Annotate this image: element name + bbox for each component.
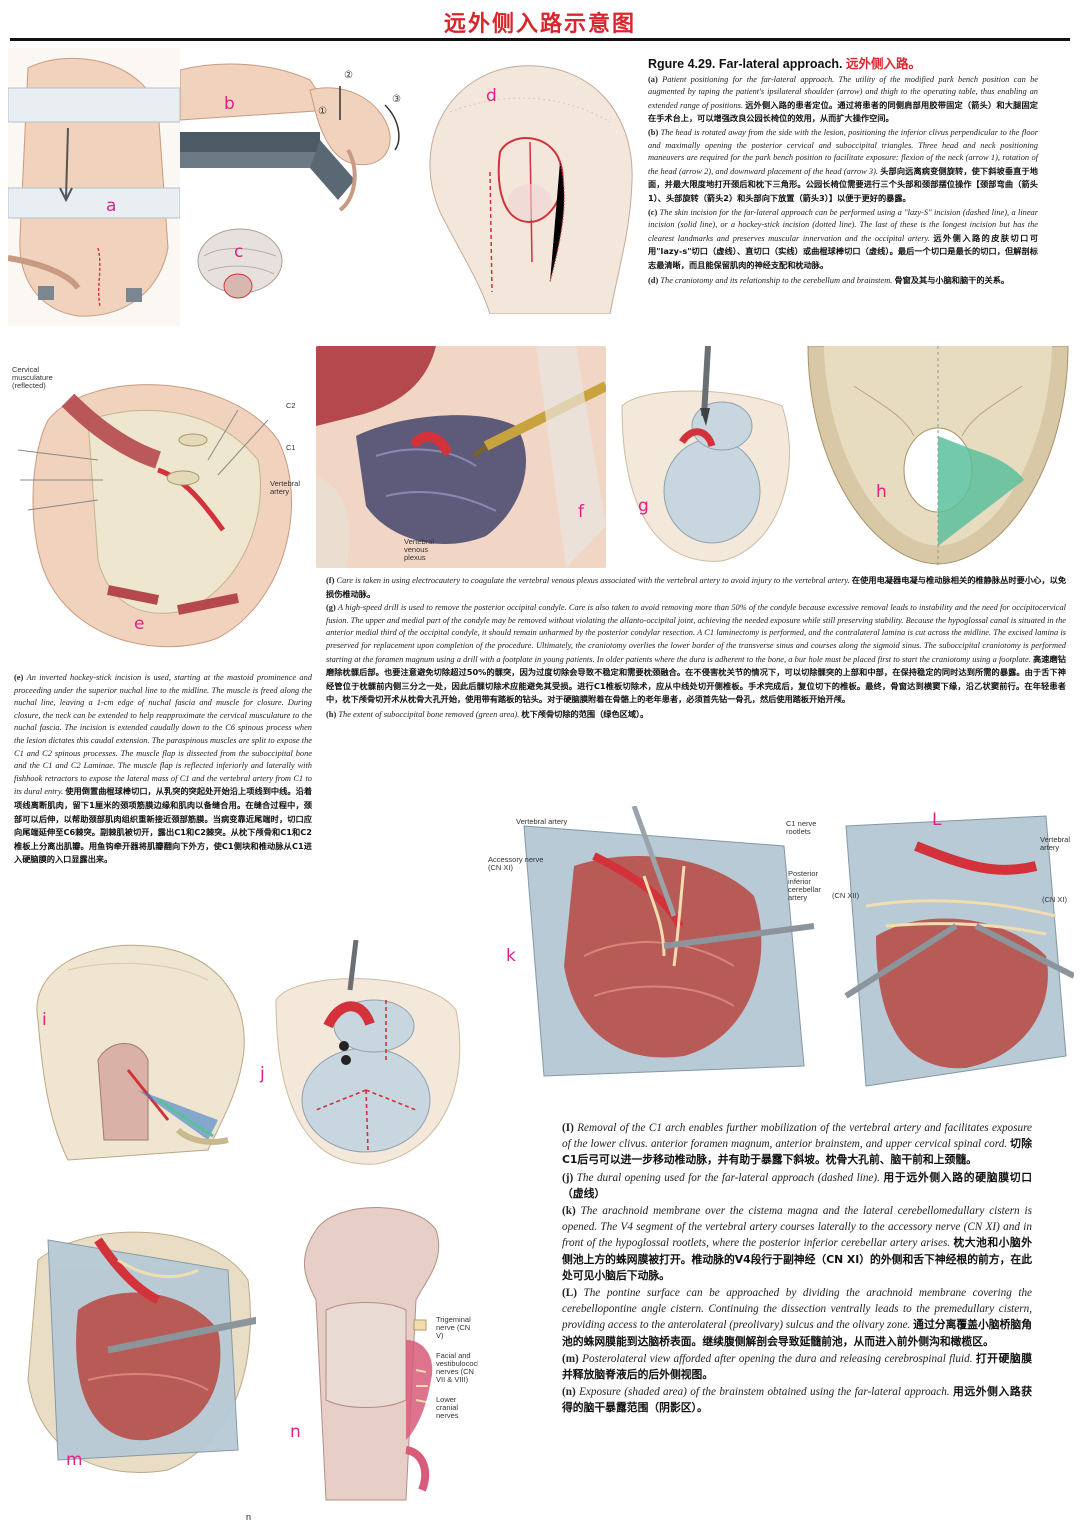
illustration-a: a [8,48,180,326]
arrow-1-label: ① [318,106,327,117]
label-c1-nerve-rootlets: C1 nerve rootlets [786,819,817,836]
caption-n: (n) Exposure (shaded area) of the brains… [562,1385,1033,1415]
illustration-e: Cervical musculature (reflected) C2 C1 V… [8,360,308,658]
caption-m: (m) Posterolateral view afforded after o… [562,1351,1033,1382]
page-title: 远外侧入路示意图 [443,12,636,37]
label-l: L [932,810,942,830]
label-accessory-nerve: Accessory nerve (CN XI) [488,855,544,872]
caption-g: (g) A high-speed drill is used to remove… [326,603,1066,705]
label-g: g [638,496,649,516]
caption-b: (b) The head is rotated away from the si… [648,127,1038,203]
label-c1: C1 [286,443,296,452]
label-lower-cranial: Lower cranial nerves [436,1395,459,1420]
label-pica: Posterior inferior cerebellar artery [788,869,821,902]
figure-title-en: Rgure 4.29. Far-lateral approach. [648,57,843,71]
caption-top: Rgure 4.29. Far-lateral approach. 远外侧入路。… [648,56,1039,288]
caption-f: (f) Care is taken in using electrocauter… [326,575,1067,599]
figure-title-zh: 远外侧入路。 [846,56,922,71]
illustration-j: j [256,940,470,1174]
caption-i: (I) Removal of the C1 arch enables furth… [562,1122,1033,1167]
label-a: a [106,196,117,216]
label-cervical-musculature: Cervical musculature (reflected) [12,365,53,390]
caption-c: (c) The skin incision for the far-latera… [648,207,1039,270]
illustration-d: d [410,52,642,314]
illustration-i: i [8,940,256,1174]
caption-k: (k) The arachnoid membrane over the cist… [562,1205,1033,1282]
illustration-m: m [8,1200,258,1482]
label-vertebral-venous-plexus: Vertebral venous plexus [404,537,435,562]
label-h: h [876,482,887,502]
arrow-3-label: ③ [392,94,401,105]
caption-a: (a) Patient positioning for the far-late… [648,74,1038,124]
figure-title: Rgure 4.29. Far-lateral approach. 远外侧入路。 [648,56,1038,71]
label-k: k [506,946,516,966]
label-e: e [134,614,145,634]
label-c2: C2 [286,401,296,410]
title-divider [10,38,1070,41]
illustration-g: g [612,346,802,568]
caption-d: (d) The craniotomy and its relationship … [648,274,1010,285]
illustration-k: Vertebral artery Accessory nerve (CN XI)… [484,806,824,1088]
illustration-f: Vertebral venous plexus f [316,346,606,568]
illustration-l: L Vertebral artery (CN XII) (CN XI) [826,806,1074,1092]
label-cn-xii: (CN XII) [832,891,860,900]
page-number: n [246,1512,252,1522]
label-vertebral-artery-e: Vertebral artery [270,479,301,496]
illustration-h: h [804,346,1072,568]
arrow-2-label: ② [344,70,353,81]
label-j: j [260,1064,265,1084]
illustration-c: c [190,216,290,314]
caption-l: (L) The pontine surface can be approache… [562,1287,1033,1348]
label-vertebral-artery-k: Vertebral artery [516,817,568,826]
label-f: f [578,502,584,522]
label-cn-xi: (CN XI) [1042,895,1067,904]
label-trigeminal: Trigeminal nerve (CN V) [436,1315,471,1340]
label-n: n [290,1422,301,1442]
label-c: c [234,242,244,262]
label-b: b [224,94,235,114]
label-i: i [42,1010,47,1030]
label-m: m [66,1450,83,1470]
caption-h: (h) The extent of suboccipital bone remo… [326,708,649,719]
caption-e: (e) An inverted hockey-stick incision is… [14,673,313,865]
label-vertebral-artery-l: Vertebral artery [1040,835,1071,852]
caption-bottom: (I) Removal of the C1 arch enables furth… [562,1120,1032,1418]
illustration-n: Trigeminal nerve (CN V) Facial and vesti… [256,1200,478,1506]
illustration-b: b ② ① ③ [180,50,410,216]
label-d: d [486,86,497,106]
caption-fgh: (f) Care is taken in using electrocauter… [326,574,1066,723]
label-facial: Facial and vestibulocochlear nerves (CN … [436,1351,478,1384]
caption-j: (j) The dural opening used for the far-l… [562,1170,1032,1200]
